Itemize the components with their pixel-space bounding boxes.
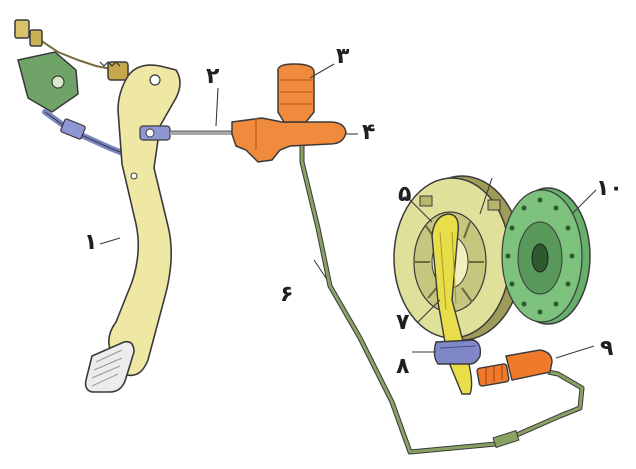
release-bearing — [434, 340, 480, 364]
label-6: ۶ — [280, 284, 293, 306]
label-5: ۵ — [398, 184, 411, 206]
label-9: ۹ — [600, 338, 613, 360]
label-7: ۷ — [396, 312, 409, 334]
clutch-master-cylinder — [232, 118, 346, 162]
pedal-bracket-icon — [18, 52, 78, 112]
label-10: ۱۰ — [596, 178, 623, 200]
label-3: ۳ — [336, 46, 349, 68]
label-2: ۲ — [206, 66, 219, 88]
slave-cylinder — [477, 350, 552, 386]
label-1: ۱ — [84, 232, 97, 254]
clutch-pedal — [86, 65, 180, 392]
clutch-disc — [502, 188, 590, 324]
linkage-rod-icon — [45, 112, 130, 156]
label-4: ۴ — [362, 122, 375, 144]
fluid-reservoir — [278, 64, 314, 122]
label-8: ۸ — [396, 356, 409, 378]
master-cylinder-pushrod — [140, 126, 240, 140]
